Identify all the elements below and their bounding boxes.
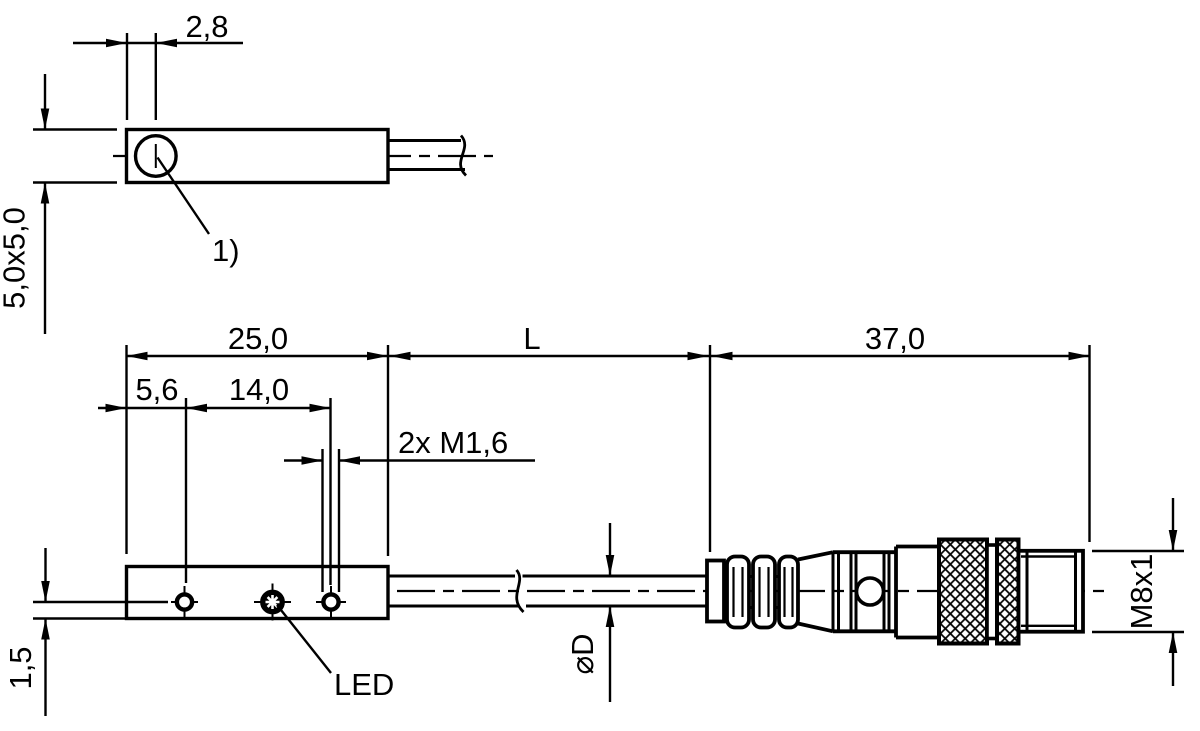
hole1-circle [174,592,195,612]
dim-cable-diameter-arrow-top [605,555,615,576]
dim-25-arrow-left [126,351,148,361]
dim-m16-arrow-right [339,456,360,465]
thread-section-edges [1025,550,1077,632]
labels: 2,8 5,0x5,0 1) 25,0 L 37,0 5,6 14,0 2x M… [0,9,1159,702]
strain-relief-bellows [725,554,800,630]
side-view [124,537,1108,674]
dim-5x5-arrow-top [40,108,50,130]
label-cross-section: 5,0x5,0 [0,207,32,309]
label-hole-axis-offset: 1,5 [3,646,38,689]
dim-5x5-arrow-bottom [40,182,50,204]
dim-15-arrow-bottom [41,618,50,640]
cable-lines [389,574,707,608]
top-view-cable-break [459,134,468,177]
top-view-housing [124,127,390,185]
label-housing-length: 25,0 [228,321,288,356]
dim-2_8-arrow-left [106,38,127,48]
dim-56-arrow-left [105,403,127,413]
dim-37-arrow-right [1068,351,1090,361]
dim-m8-arrow-bottom [1168,632,1178,653]
dim-L-arrow-right [687,351,709,361]
connector-cylinder [896,544,939,640]
dim-row-extension-lines [125,345,1091,556]
label-cable-length: L [523,321,540,356]
connector-hole [854,576,886,607]
led-leader-line [276,604,332,674]
knurl-ring-large [937,537,989,646]
dimensions [33,345,1184,716]
dim-2_8-arrow-right [155,38,177,48]
sensing-face-circle [133,133,178,178]
knurl-ring-small [995,537,1021,646]
label-hole-spacing: 14,0 [229,372,289,407]
dim-m8-arrow-top [1168,530,1178,551]
dim-m16-arrow-left [301,456,323,465]
side-view-housing [124,564,390,621]
thread-section [1016,548,1085,634]
strain-relief-collar [705,558,726,624]
top-view-cable [389,139,465,171]
top-view [33,33,493,334]
label-footnote-ref: 1) [212,233,240,268]
dim-L-arrow-left [389,351,411,361]
label-connector-thread: M8x1 [1124,554,1159,630]
footnote-leader-line [156,156,210,235]
thread-minor-lines [1021,555,1076,627]
connector-taper [797,550,834,634]
hole2-circle [321,592,341,612]
dim-cable-diameter-arrow-bottom [605,606,615,627]
led-star [265,595,280,609]
dim-m16-edge-lines [321,449,341,592]
dim-14-arrow-left [186,403,207,413]
dim-5x5-extension-lines [33,128,117,184]
label-led: LED [334,667,394,702]
dim-15-arrow-top [41,581,50,602]
dim-25-arrow-right [367,351,388,361]
dim-15-extension-lines [33,600,168,620]
dim-37-arrow-left [711,351,733,361]
dim-14-arrow-right [309,403,331,413]
label-cable-diameter: ⌀D [565,633,600,674]
label-first-hole-offset: 5,6 [135,372,178,407]
label-sensing-face-offset: 2,8 [185,9,228,44]
dim-56-14-extension-lines [184,398,332,585]
label-connector-length: 37,0 [865,321,925,356]
cable-break [515,569,525,614]
dim-m8-extension-lines [1092,549,1184,634]
label-mounting-thread: 2x M1,6 [398,425,508,460]
dim-2_8-extension-lines [125,33,157,120]
